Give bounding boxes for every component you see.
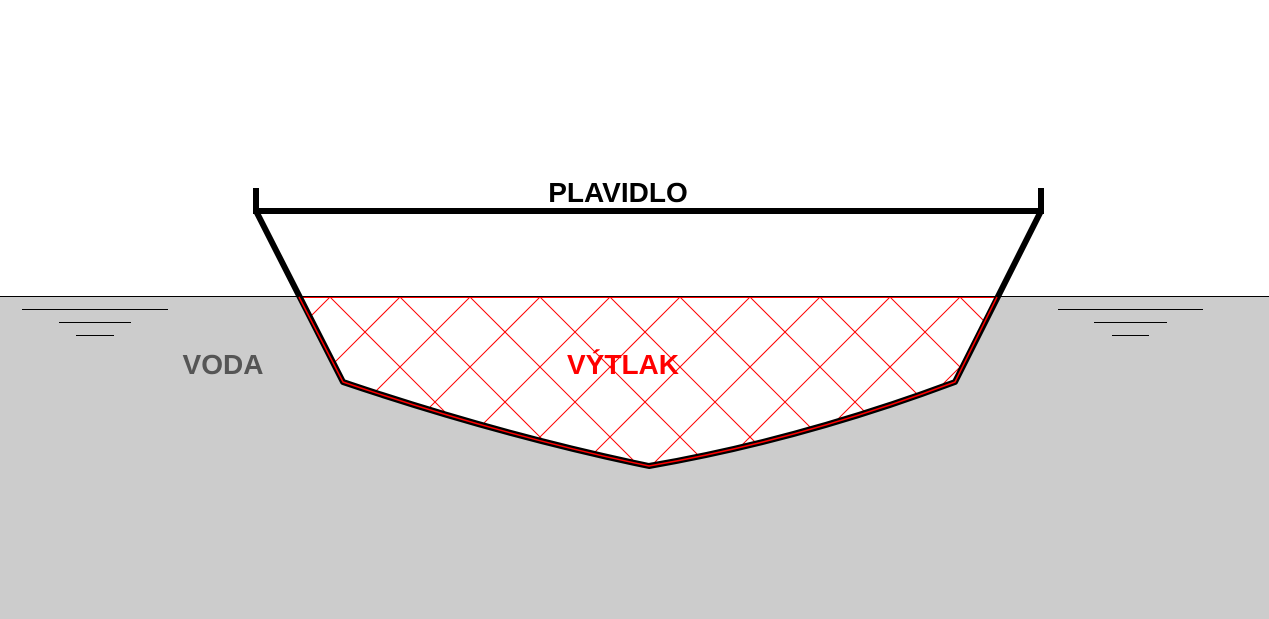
water-label: VODA [183, 349, 264, 380]
hatch-line [539, 297, 724, 466]
hatch-line [566, 297, 751, 466]
hatch-line [636, 297, 821, 466]
hatch-line [469, 297, 654, 466]
water-level-symbol-left [22, 309, 168, 336]
hull-deck [253, 188, 1044, 214]
vessel-label: PLAVIDLO [548, 177, 687, 208]
water-level-symbol-right [1058, 309, 1203, 336]
hull-submerged-stripe [298, 296, 998, 467]
displacement-label: VÝTLAK [567, 349, 679, 380]
